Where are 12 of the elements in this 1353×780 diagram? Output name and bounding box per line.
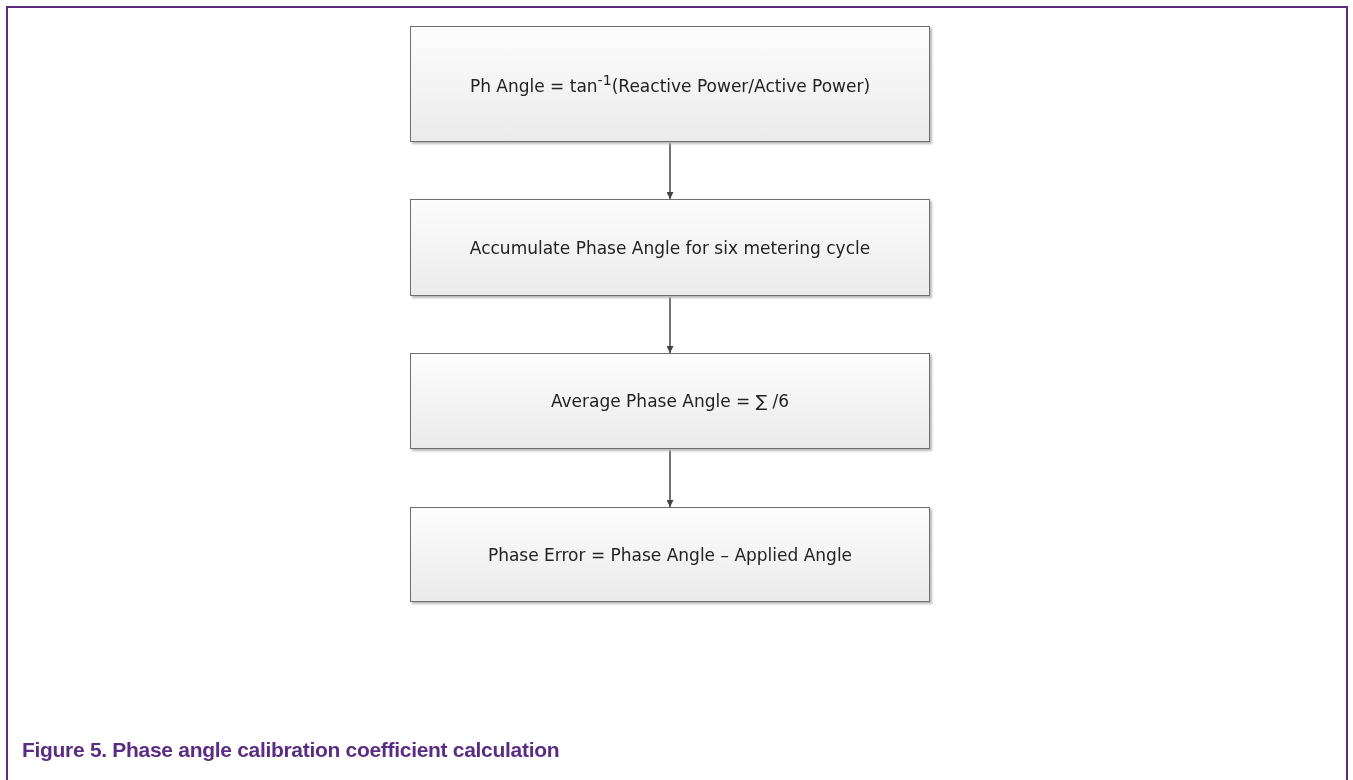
arrow bbox=[666, 141, 674, 200]
figure-caption: Figure 5. Phase angle calibration coefficient calculation bbox=[22, 738, 560, 762]
step-text: Phase Error = Phase Angle – Applied Angle bbox=[487, 544, 853, 565]
step-text: Ph Angle = tan$^{-1}$(Reactive Power/Active Power) bbox=[469, 72, 871, 96]
step-text: Average Phase Angle = ∑ /6 bbox=[550, 391, 790, 411]
arrow bbox=[666, 448, 674, 508]
step-text: Accumulate Phase Angle for six metering cycle bbox=[469, 237, 871, 258]
arrow bbox=[666, 295, 674, 354]
process-box bbox=[410, 507, 930, 602]
process-box bbox=[410, 353, 930, 449]
process-box bbox=[410, 199, 930, 296]
process-box bbox=[410, 26, 930, 142]
